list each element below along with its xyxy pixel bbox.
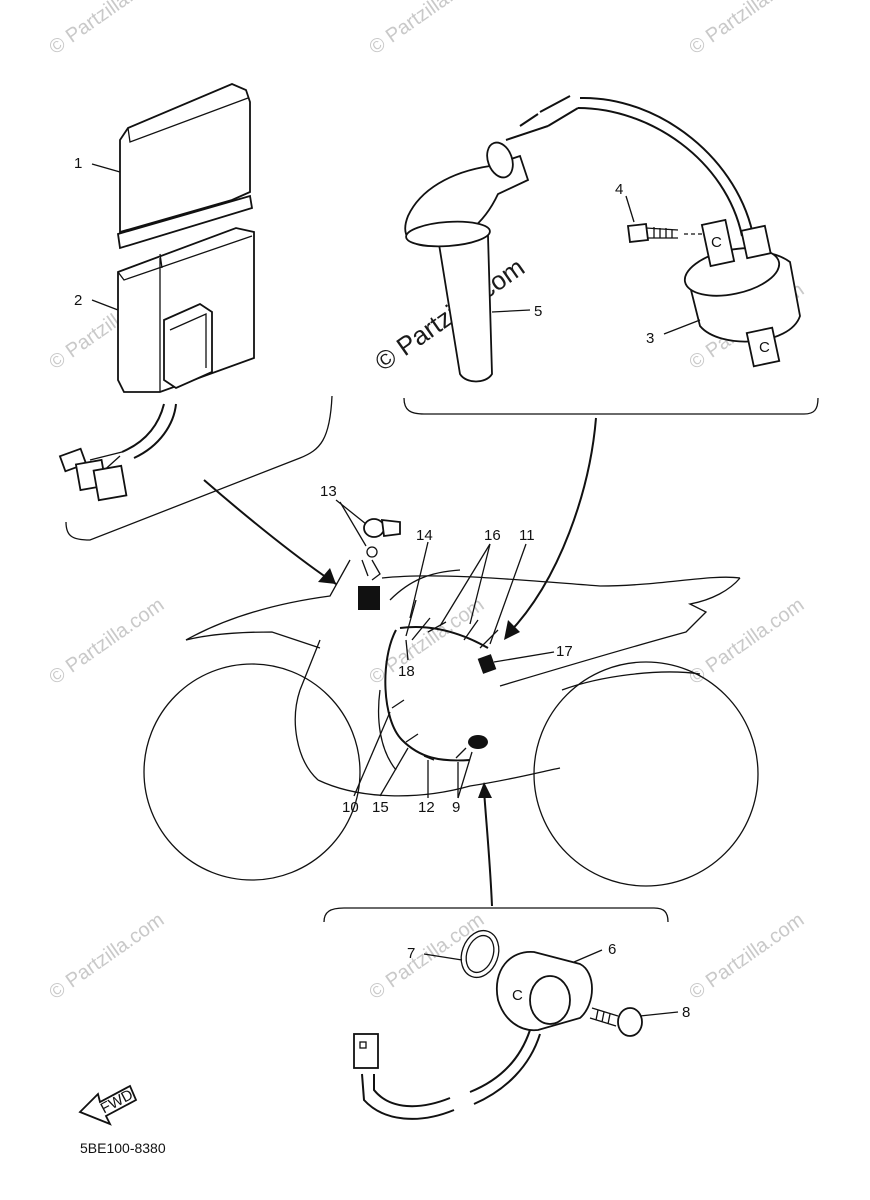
plug-cap-boot <box>436 235 493 383</box>
callout-12: 12 <box>418 799 435 816</box>
wire-harness: 13 14 16 11 17 18 10 15 12 9 <box>320 483 573 816</box>
callout-4: 4 <box>615 181 623 198</box>
switch-bolt <box>589 1007 619 1027</box>
callout-13: 13 <box>320 483 337 500</box>
front-wheel <box>143 663 361 881</box>
coil-mark-top: C <box>711 234 722 251</box>
harness-wire <box>384 629 471 762</box>
motorcycle-outline <box>143 559 759 887</box>
callout-2: 2 <box>74 292 82 309</box>
callout-15: 15 <box>372 799 389 816</box>
watermark: © Partzilla.com <box>685 594 808 689</box>
clamp-cap <box>363 518 385 538</box>
fwd-label: FWD <box>98 1086 136 1117</box>
callout-9: 9 <box>452 799 460 816</box>
harness-block <box>358 586 380 610</box>
watermark: © Partzilla.com <box>45 909 168 1004</box>
o-ring <box>460 929 500 979</box>
watermark: © Partzilla.com <box>365 0 488 59</box>
coil-mark-bottom: C <box>759 339 770 356</box>
callout-7: 7 <box>407 945 415 962</box>
callout-5: 5 <box>534 303 542 320</box>
neutral-switch-group: C 7 6 8 <box>323 907 690 1120</box>
forward-arrow: FWD <box>78 1084 138 1126</box>
callout-6: 6 <box>608 941 616 958</box>
callout-10: 10 <box>342 799 359 816</box>
fwd-arrow-icon <box>78 1084 138 1126</box>
callout-18: 18 <box>398 663 415 680</box>
group-bracket-cdi <box>65 395 333 541</box>
callout-8: 8 <box>682 1004 690 1021</box>
ignition-coil-group: C C 4 5 3 <box>403 95 819 415</box>
rear-wheel <box>533 661 759 887</box>
group-bracket-coil <box>403 397 819 415</box>
coil-screw <box>645 227 679 239</box>
callout-3: 3 <box>646 330 654 347</box>
cdi-band <box>116 194 254 250</box>
group-bracket-switch <box>323 907 669 923</box>
watermark: © Partzilla.com <box>45 594 168 689</box>
callout-1: 1 <box>74 155 82 172</box>
switch-mark: C <box>512 987 523 1004</box>
cdi-unit-group: 1 2 <box>58 83 333 541</box>
cdi-cover <box>119 83 251 234</box>
watermark: © Partzilla.com <box>45 0 168 59</box>
diagram-code: 5BE100-8380 <box>80 1140 166 1156</box>
pointer-arrows <box>203 417 597 907</box>
watermark: © Partzilla.com <box>685 909 808 1004</box>
watermark: © Partzilla.com <box>685 0 808 59</box>
callout-17: 17 <box>556 643 573 660</box>
switch-connector <box>353 1033 379 1069</box>
callout-11: 11 <box>519 527 535 544</box>
watermark: © Partzilla.com <box>365 909 488 1004</box>
callout-16: 16 <box>484 527 501 544</box>
callout-14: 14 <box>416 527 433 544</box>
coil-screw-head <box>626 223 650 243</box>
watermark: © Partzilla.com <box>365 594 488 689</box>
